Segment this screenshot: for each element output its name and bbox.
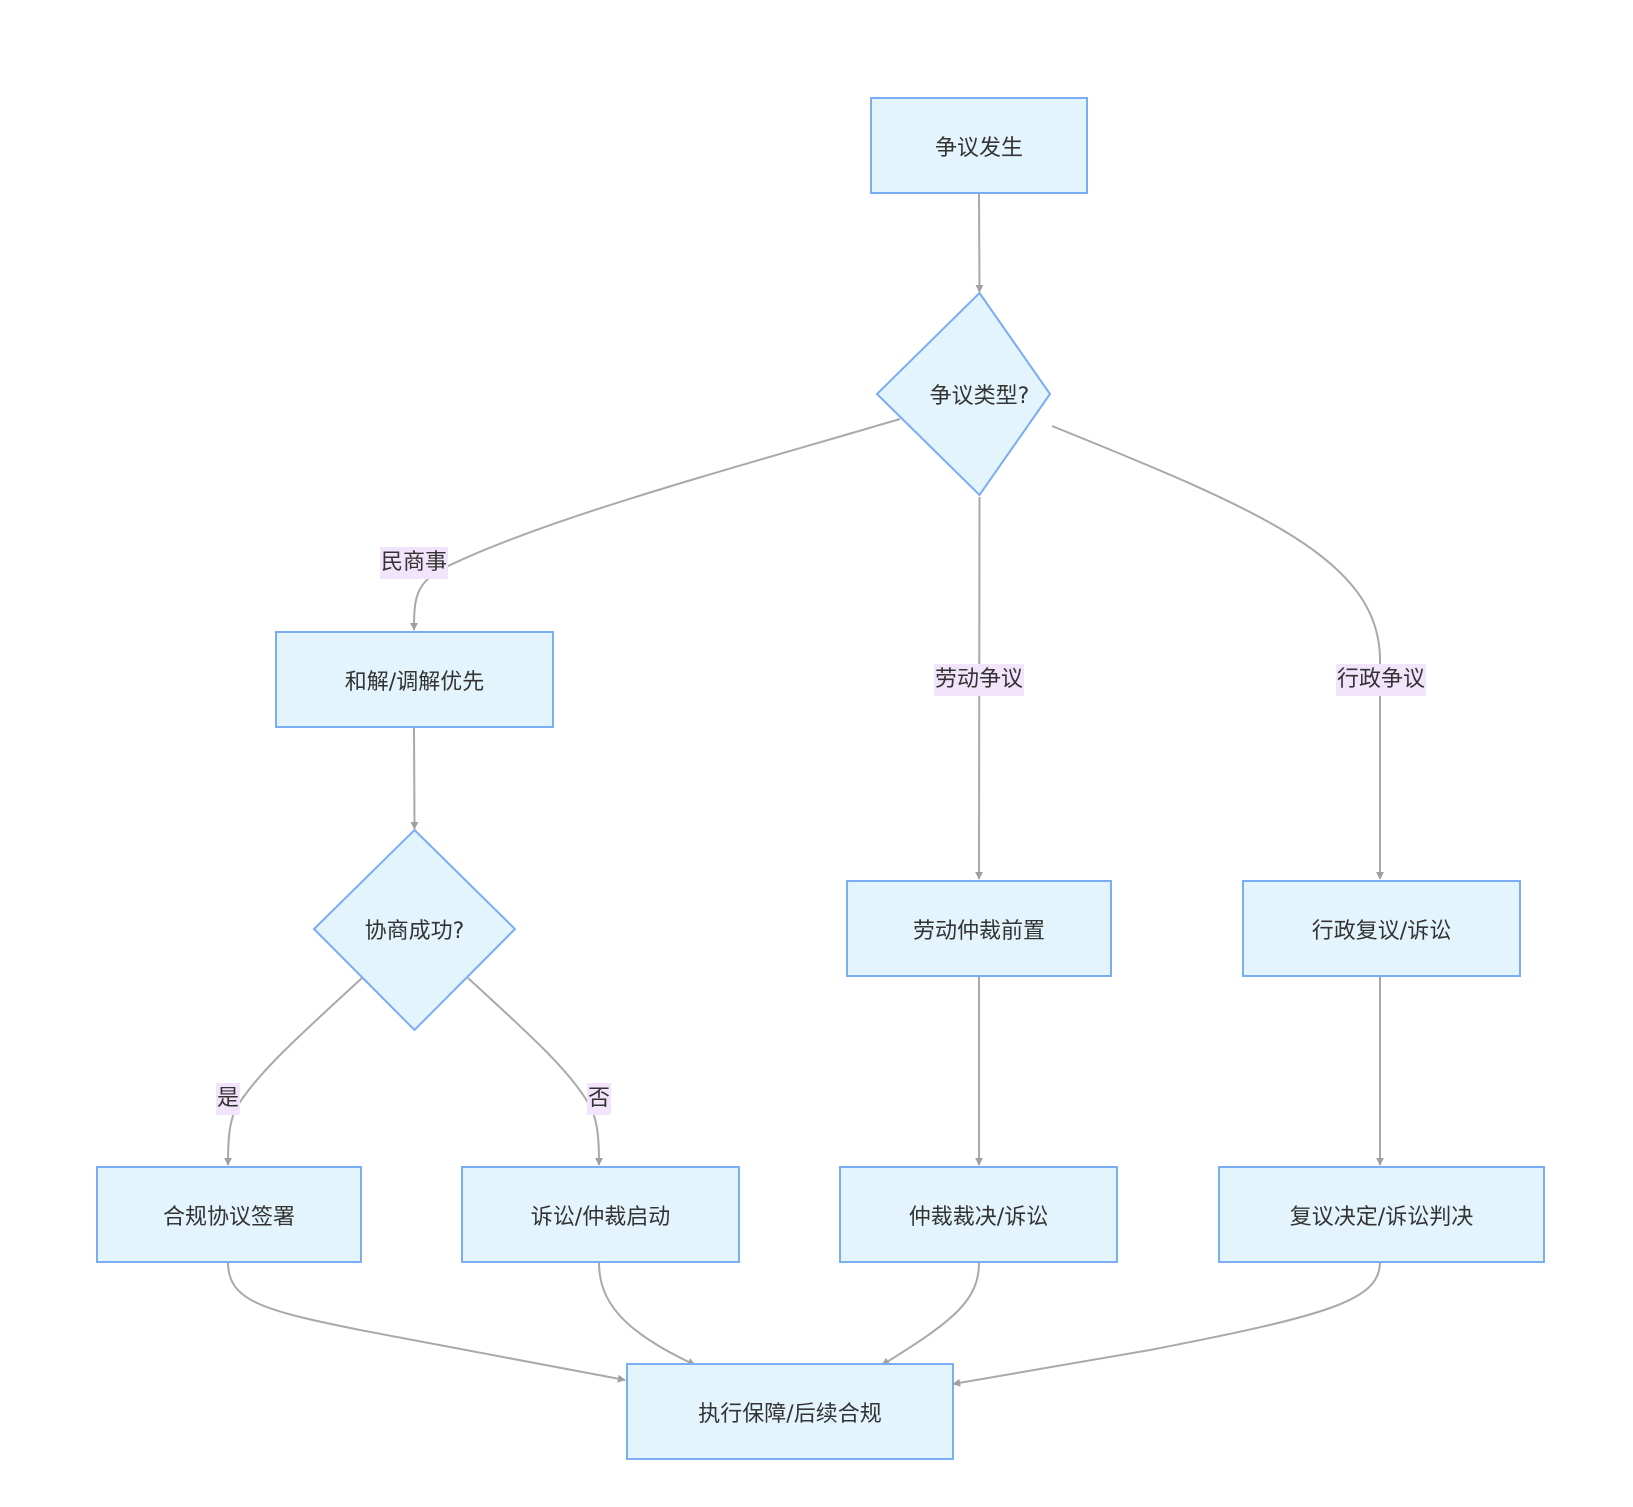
node-enforcement[interactable]: 执行保障/后续合规: [626, 1363, 954, 1460]
edge-label-no: 否: [586, 1083, 612, 1115]
node-labor-arbitration[interactable]: 劳动仲裁前置: [846, 880, 1112, 977]
edge-start-to-type: [975, 193, 984, 293]
node-admin-review[interactable]: 行政复议/诉讼: [1242, 880, 1521, 977]
edge-litigation-to-enforcement: [598, 1261, 696, 1366]
node-litigation-start[interactable]: 诉讼/仲裁启动: [461, 1166, 740, 1263]
node-type-decision-label[interactable]: 争议类型?: [929, 384, 1030, 409]
node-review-decision[interactable]: 复议决定/诉讼判决: [1218, 1166, 1545, 1263]
edge-label-yes: 是: [215, 1083, 241, 1115]
edge-label-civil: 民商事: [379, 547, 449, 579]
node-start[interactable]: 争议发生: [870, 97, 1088, 194]
edge-award-to-enforcement: [881, 1261, 980, 1366]
edge-settle-to-negotiation: [410, 725, 419, 830]
node-settle-first[interactable]: 和解/调解优先: [275, 631, 554, 728]
node-arbitration-award[interactable]: 仲裁裁决/诉讼: [839, 1166, 1118, 1263]
edge-negotiation-to-litigation: [467, 977, 603, 1166]
node-negotiation-decision-label[interactable]: 协商成功?: [364, 919, 465, 944]
edge-type-to-settle: [410, 418, 901, 631]
type-decision-shape: [875, 291, 1052, 497]
edge-label-admin: 行政争议: [1335, 664, 1427, 696]
negotiation-decision-shape: [312, 828, 517, 1032]
node-compliance-agreement[interactable]: 合规协议签署: [96, 1166, 362, 1263]
edge-agreement-to-enforcement: [227, 1261, 626, 1383]
edge-negotiation-to-agreement: [224, 977, 363, 1166]
edge-review-to-enforcement: [952, 1261, 1381, 1387]
edge-type-to-admin: [1051, 425, 1384, 880]
edge-label-labor: 劳动争议: [933, 664, 1025, 696]
